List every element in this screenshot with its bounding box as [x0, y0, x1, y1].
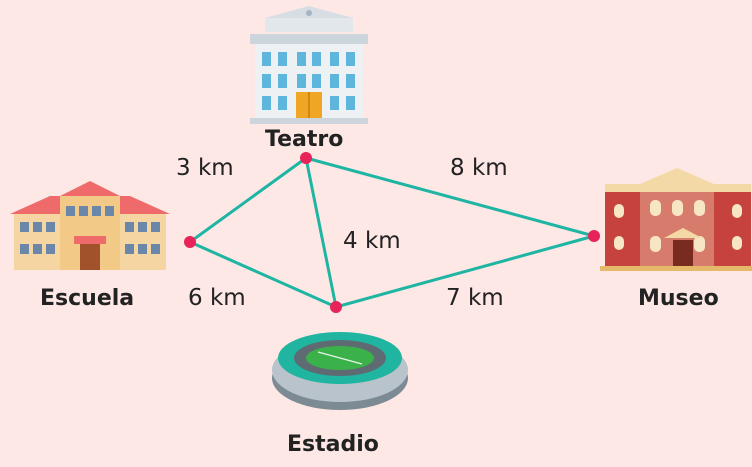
distance-estadio-museo: 7 km [446, 285, 504, 311]
distance-teatro-escuela: 3 km [176, 155, 234, 181]
node-estadio [330, 301, 342, 313]
label-teatro: Teatro [265, 127, 344, 152]
museo-icon [600, 168, 752, 271]
route-nodes [184, 152, 600, 313]
route-teatro-museo [305, 156, 595, 238]
label-museo: Museo [638, 286, 719, 311]
route-teatro-escuela [189, 156, 307, 244]
route-escuela-estadio [189, 240, 337, 309]
label-escuela: Escuela [40, 286, 135, 311]
node-museo [588, 230, 600, 242]
node-teatro [300, 152, 312, 164]
distance-teatro-estadio: 4 km [343, 228, 401, 254]
route-teatro-estadio [304, 157, 338, 308]
label-estadio: Estadio [287, 432, 379, 457]
escuela-icon [10, 181, 170, 270]
route-estadio-museo [335, 234, 595, 309]
teatro-icon [250, 6, 368, 124]
estadio-icon [272, 332, 408, 410]
node-escuela [184, 236, 196, 248]
distance-teatro-museo: 8 km [450, 155, 508, 181]
route-lines [189, 156, 595, 309]
distance-escuela-estadio: 6 km [188, 285, 246, 311]
